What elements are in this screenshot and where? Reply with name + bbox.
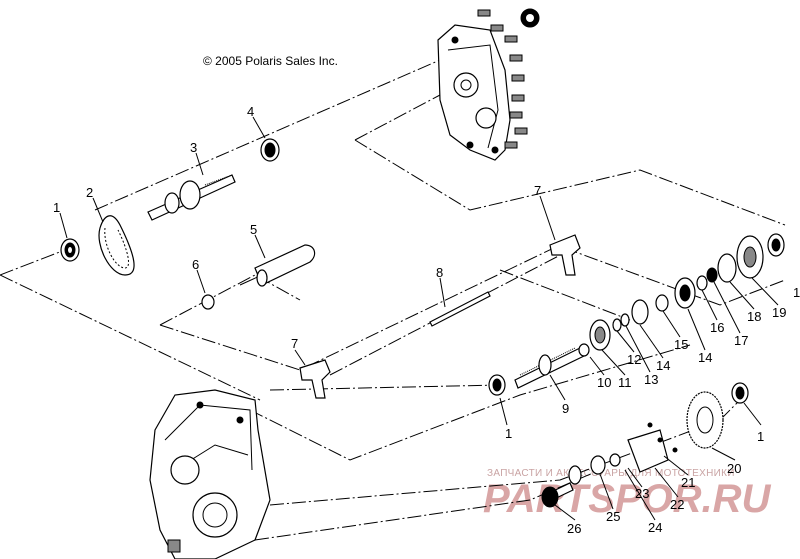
callout-8: 8 <box>436 265 443 280</box>
main-shaft-part-9 <box>514 347 585 389</box>
callout-13: 13 <box>644 372 658 387</box>
output-gear-part-20 <box>686 391 724 449</box>
leader-lines <box>59 116 779 521</box>
callout-6: 6 <box>192 257 199 272</box>
callout-23: 23 <box>635 486 649 501</box>
callout-15: 15 <box>674 337 688 352</box>
callout-labels: 1 2 3 4 5 6 7 8 7 1 9 10 11 12 13 14 15 … <box>53 104 786 536</box>
bearing-part-1-left <box>60 238 80 262</box>
callout-20: 20 <box>727 461 741 476</box>
callout-5: 5 <box>250 222 257 237</box>
callout-19: 19 <box>772 305 786 320</box>
fork-rod-part-8 <box>429 291 491 327</box>
bearing-part-1-center <box>488 374 506 396</box>
o-ring-part-6 <box>201 294 215 310</box>
callout-3: 3 <box>190 140 197 155</box>
output-cluster <box>541 422 678 508</box>
watermark-subtitle: ЗАПЧАСТИ И АКСЕССУАРЫ ДЛЯ МОТОТЕХНИКИ <box>487 468 735 479</box>
callout-18: 18 <box>747 309 761 324</box>
callout-1-left: 1 <box>53 200 60 215</box>
cover-bolts <box>477 9 528 149</box>
watermark-logo: PARTSPOR.RU <box>483 477 772 521</box>
gear-stack <box>578 233 785 357</box>
gearcase-housing <box>149 389 271 559</box>
callout-26: 26 <box>567 521 581 536</box>
bearing-part-4 <box>260 138 280 162</box>
callout-14-b: 14 <box>698 350 712 365</box>
callout-24: 24 <box>648 520 662 535</box>
cover-seal <box>520 8 540 28</box>
callout-11: 11 <box>618 375 632 390</box>
bearing-part-1-right <box>731 382 749 404</box>
callout-1-right: 1 <box>757 429 764 444</box>
callout-22: 22 <box>670 497 684 512</box>
callout-4: 4 <box>247 104 254 119</box>
copyright-notice: © 2005 Polaris Sales Inc. <box>203 54 338 68</box>
callout-21: 21 <box>681 475 695 490</box>
gearcase-cover <box>437 24 511 161</box>
callout-12: 12 <box>627 352 641 367</box>
callout-1-edge: 1 <box>793 285 800 300</box>
callout-17: 17 <box>734 333 748 348</box>
callout-25: 25 <box>606 509 620 524</box>
shift-fork-part-7-lower <box>299 359 331 399</box>
callout-7-upper: 7 <box>534 183 541 198</box>
callout-9: 9 <box>562 401 569 416</box>
callout-14-a: 14 <box>656 358 670 373</box>
callout-16: 16 <box>710 320 724 335</box>
shift-shaft-part-5 <box>239 244 316 287</box>
callout-1-center: 1 <box>505 426 512 441</box>
callout-7-lower: 7 <box>291 336 298 351</box>
callout-2: 2 <box>86 185 93 200</box>
input-shaft-part-3 <box>147 174 236 221</box>
drive-chain-part-2 <box>98 215 135 276</box>
shift-fork-part-7-upper <box>549 234 581 276</box>
callout-10: 10 <box>597 375 611 390</box>
